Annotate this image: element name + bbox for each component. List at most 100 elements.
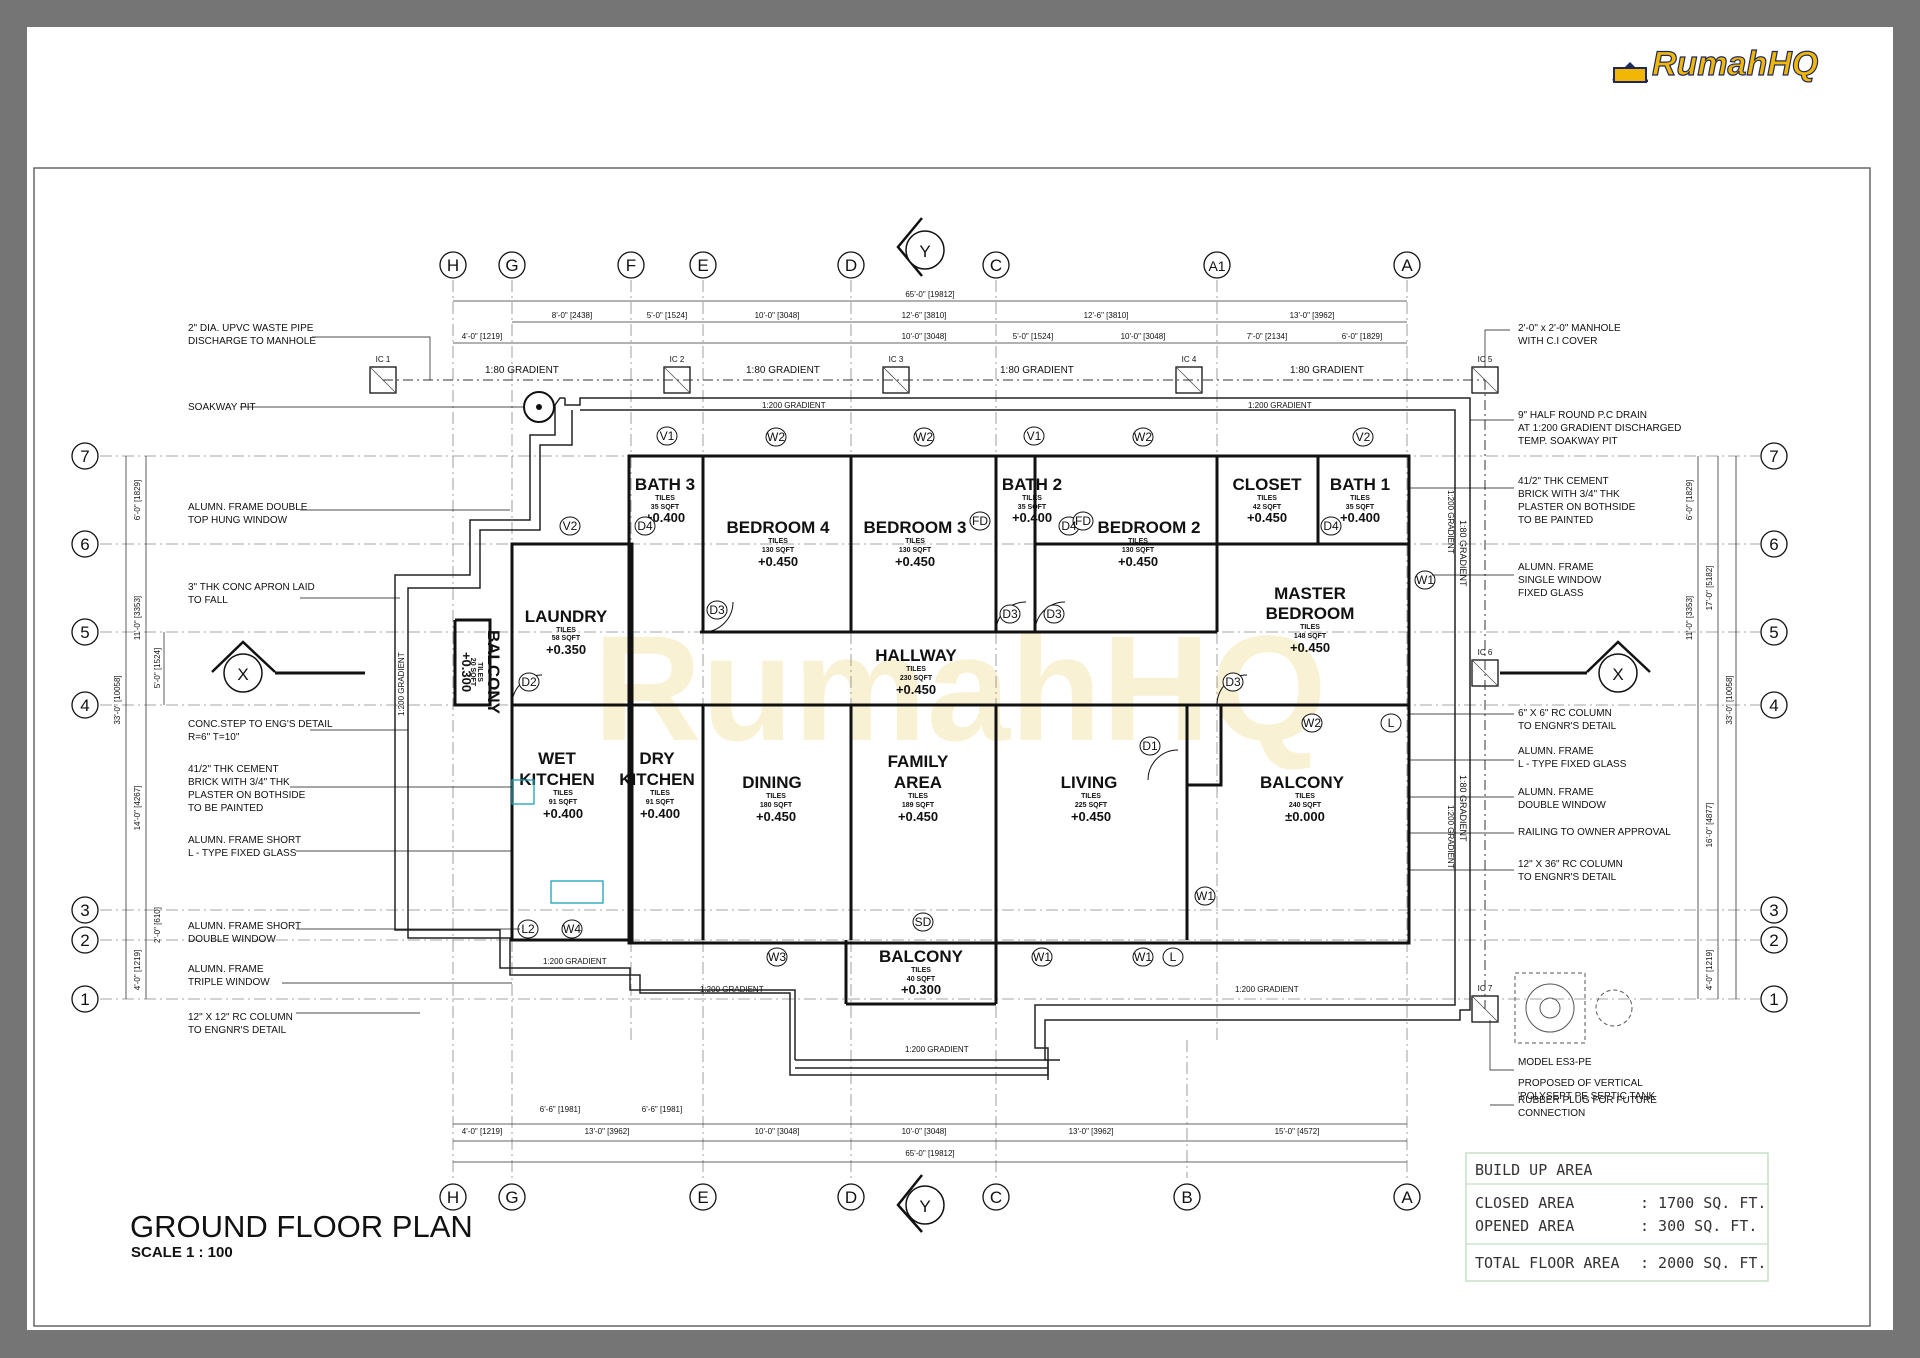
dim-text: 11'-0" [3353] <box>133 596 142 640</box>
gradient-labels: 1:80 GRADIENT 1:80 GRADIENT 1:80 GRADIEN… <box>397 365 1468 1054</box>
window-tag: W3 <box>768 950 786 964</box>
room-finish: TILES <box>556 627 576 634</box>
note-line: 12" X 12" RC COLUMN <box>188 1012 293 1023</box>
opened-area-value: : 300 SQ. FT. <box>1640 1217 1757 1235</box>
grid-labels-top: H G F E D C A1 A <box>447 256 1413 275</box>
grid-label: E <box>697 256 708 275</box>
section-label: X <box>237 665 248 684</box>
grid-label: A1 <box>1208 258 1225 274</box>
note-line: ALUMN. FRAME SHORT <box>188 921 301 932</box>
dim-right: 6'-0" [1829] 17'-0" [5182] 11'-0" [3353]… <box>1685 480 1734 990</box>
note-line: BRICK WITH 3/4" THK <box>1518 489 1620 500</box>
room-finish: TILES <box>768 538 788 545</box>
plan-title: GROUND FLOOR PLAN <box>130 1209 473 1244</box>
note-line: 6" X 6" RC COLUMN <box>1518 708 1612 719</box>
room-name: BEDROOM <box>1266 604 1355 623</box>
gradient-label: 1:80 GRADIENT <box>746 365 820 376</box>
grid-label: C <box>990 1188 1002 1207</box>
ic-label: IC 4 <box>1182 355 1197 364</box>
drawing-sheet <box>27 27 1893 1330</box>
note-line: L - TYPE FIXED GLASS <box>188 848 297 859</box>
dim-text: 4'-0" [1219] <box>133 950 142 990</box>
room-bath2: BATH 2 TILES 35 SQFT +0.400 <box>1002 475 1062 525</box>
ic-label: IC 6 <box>1478 648 1493 657</box>
room-area: 35 SQFT <box>1346 504 1375 511</box>
dim-text: 10'-0" [3048] <box>1121 332 1166 341</box>
room-name: BEDROOM 3 <box>864 518 967 537</box>
kitchen-fixtures <box>511 779 604 904</box>
room-name: BEDROOM 2 <box>1098 518 1201 537</box>
note-line: PROPOSED OF VERTICAL <box>1518 1078 1643 1089</box>
room-master-bedroom: MASTER BEDROOM TILES 148 SQFT +0.450 <box>1266 584 1355 655</box>
room-living: LIVING TILES 225 SQFT +0.450 <box>1061 773 1118 824</box>
gradient-label: 1:200 GRADIENT <box>1235 985 1299 994</box>
room-area: 35 SQFT <box>1018 504 1047 511</box>
gradient-label: 1:80 GRADIENT <box>1290 365 1364 376</box>
row-label: 4 <box>80 696 89 715</box>
room-area: 130 SQFT <box>899 547 932 554</box>
room-level: +0.450 <box>1247 510 1287 525</box>
room-family-area: FAMILY AREA TILES 189 SQFT +0.450 <box>888 752 949 824</box>
row-label: 7 <box>1769 447 1778 466</box>
room-area: 148 SQFT <box>1294 633 1327 640</box>
gradient-label: 1:200 GRADIENT <box>1248 401 1312 410</box>
grid-labels-bottom: H G E D C B A <box>447 1188 1413 1207</box>
rumahhq-logo: RumahHQ <box>1612 44 1819 84</box>
room-level: +0.450 <box>1118 554 1158 569</box>
section-mark-y-top: Y <box>896 217 945 277</box>
window-tag: W2 <box>1303 716 1321 730</box>
drawing-title: GROUND FLOOR PLAN SCALE 1 : 100 <box>130 1209 473 1261</box>
room-balcony-front: BALCONY TILES 40 SQFT +0.300 <box>879 947 964 997</box>
room-name: AREA <box>894 773 942 792</box>
notes-right: 2'-0" x 2'-0" MANHOLE WITH C.I COVER 9" … <box>1518 323 1681 1119</box>
total-area-label: TOTAL FLOOR AREA <box>1475 1254 1620 1272</box>
room-closet: CLOSET TILES 42 SQFT +0.450 <box>1233 475 1303 525</box>
note-line: SOAKWAY PIT <box>188 402 256 413</box>
note-line: DOUBLE WINDOW <box>1518 800 1606 811</box>
gradient-label: 1:200 GRADIENT <box>762 401 826 410</box>
note-line: TOP HUNG WINDOW <box>188 515 288 526</box>
door-tag: D2 <box>521 675 537 689</box>
room-dining: DINING TILES 180 SQFT +0.450 <box>742 773 802 824</box>
room-bath3: BATH 3 TILES 35 SQFT +0.400 <box>635 475 695 525</box>
section-mark-x-right: X <box>1500 640 1651 693</box>
grid-label: B <box>1181 1188 1192 1207</box>
grid-label: H <box>447 256 459 275</box>
room-finish: TILES <box>1295 793 1315 800</box>
row-label: 5 <box>80 623 89 642</box>
room-bedroom2: BEDROOM 2 TILES 130 SQFT +0.450 <box>1098 518 1201 569</box>
door-tag: D3 <box>1046 607 1062 621</box>
room-name: LIVING <box>1061 773 1118 792</box>
grid-bubbles-bottom <box>439 1183 1421 1211</box>
note-line: PLASTER ON BOTHSIDE <box>1518 502 1636 513</box>
plan-scale: SCALE 1 : 100 <box>131 1244 233 1261</box>
leader-lines <box>240 329 1514 1106</box>
door-tag: D4 <box>1323 519 1339 533</box>
dim-text: 16'-0" [4877] <box>1705 803 1714 848</box>
dim-text: 15'-0" [4572] <box>1275 1127 1320 1136</box>
section-label: Y <box>919 1197 930 1216</box>
room-finish: TILES <box>1128 538 1148 545</box>
note-line: R=6" T=10" <box>188 732 240 743</box>
window-tag: L <box>1388 716 1395 730</box>
note-line: L - TYPE FIXED GLASS <box>1518 759 1627 770</box>
note-line: DISCHARGE TO MANHOLE <box>188 336 316 347</box>
soakway-pit <box>523 391 555 423</box>
section-label: Y <box>919 242 930 261</box>
window-tag: W2 <box>767 430 785 444</box>
room-area: 230 SQFT <box>900 675 933 682</box>
room-bedroom3: BEDROOM 3 TILES 130 SQFT +0.450 <box>864 518 967 569</box>
note-line: ALUMN. FRAME SHORT <box>188 835 301 846</box>
row-label: 2 <box>80 931 89 950</box>
room-finish: TILES <box>1081 793 1101 800</box>
build-up-area-table: BUILD UP AREA CLOSED AREA : 1700 SQ. FT.… <box>1465 1152 1769 1282</box>
room-name: MASTER <box>1274 584 1346 603</box>
room-finish: TILES <box>476 662 483 682</box>
dim-text: 10'-0" [3048] <box>902 332 947 341</box>
dim-text: 10'-0" [3048] <box>755 311 800 320</box>
section-mark-x-left: X <box>211 640 365 693</box>
room-name: BATH 2 <box>1002 475 1062 494</box>
door-tag: SD <box>915 915 932 929</box>
closed-area-label: CLOSED AREA <box>1475 1194 1574 1212</box>
